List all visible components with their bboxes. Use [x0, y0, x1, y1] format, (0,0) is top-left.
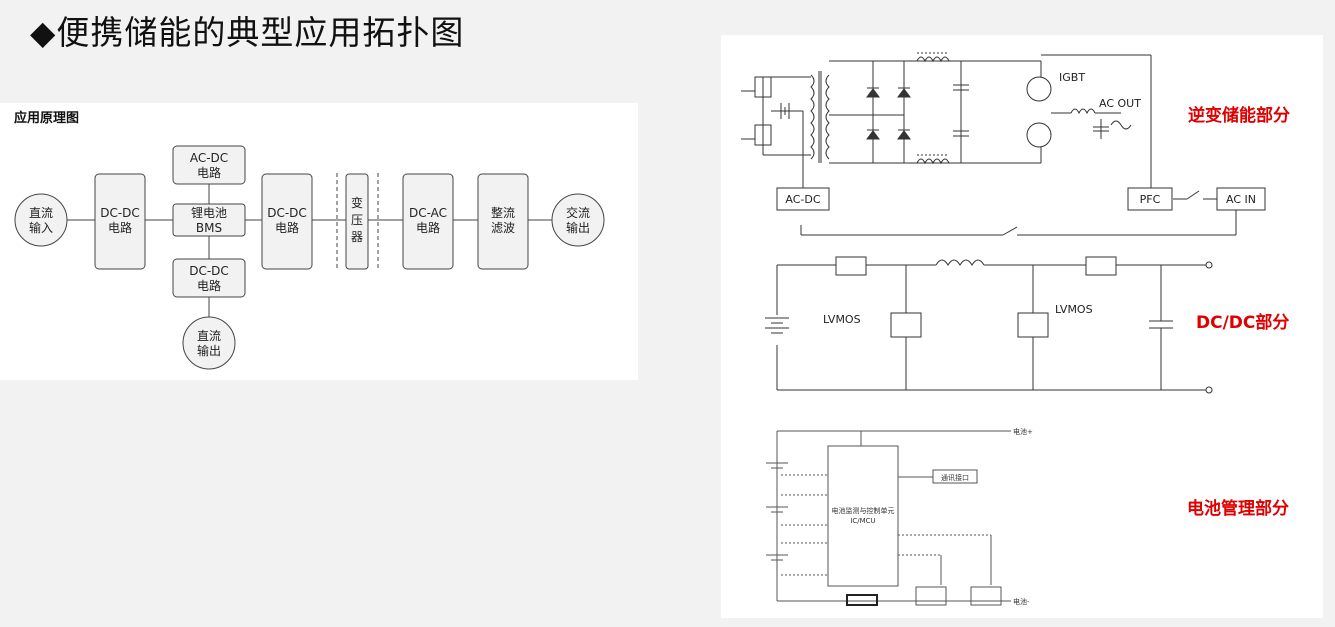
dcdc2-label: DC-DC — [267, 206, 307, 220]
dcac-label: DC-AC — [409, 206, 447, 220]
acdc-block — [172, 145, 246, 185]
battery-plus-label: 电池+ — [1013, 427, 1033, 436]
dcdc-block-2 — [261, 173, 313, 270]
dcdc1-label: DC-DC — [100, 206, 140, 220]
dcdc-schematic — [765, 256, 1213, 394]
page-title: ◆便携储能的典型应用拓扑图 — [30, 13, 465, 52]
bms-schematic — [766, 430, 1011, 606]
ac-output-node — [551, 193, 605, 247]
transformer-block — [345, 173, 369, 270]
dc-output-label: 直流 — [197, 329, 221, 343]
svg-text:电路: 电路 — [197, 165, 221, 180]
ac-output-label: 交流 — [566, 205, 590, 220]
panel-caption: 应用原理图 — [14, 111, 80, 126]
dcdc-section-label: DC/DC部分 — [1196, 313, 1290, 333]
lvmos-left-label: LVMOS — [823, 313, 861, 326]
dc-input-node — [14, 193, 68, 247]
inverter-schematic — [741, 52, 1266, 236]
filter-label: 整流 — [491, 205, 515, 220]
dcdc-bottom-block — [172, 258, 246, 298]
inverter-section-label: 逆变储能部分 — [1188, 106, 1290, 126]
svg-text:压: 压 — [351, 213, 363, 227]
svg-text:BMS: BMS — [196, 221, 222, 235]
svg-text:器: 器 — [351, 230, 363, 244]
svg-text:电路: 电路 — [275, 220, 299, 235]
igbt-label: IGBT — [1059, 71, 1085, 84]
transformer-label: 变 — [351, 195, 363, 210]
bms-label: 锂电池 — [191, 205, 227, 220]
filter-block — [477, 173, 529, 270]
application-principle-panel: 应用原理图 — [0, 103, 638, 380]
acin-box-label: AC IN — [1226, 193, 1256, 206]
schematic-panel: IGBT AC OUT AC-DC PFC AC IN — [721, 35, 1323, 618]
dc-input-label: 直流 — [29, 206, 53, 220]
svg-text:输出: 输出 — [197, 343, 221, 358]
bms-section-label: 电池管理部分 — [1187, 499, 1289, 519]
svg-text:输入: 输入 — [29, 220, 53, 235]
svg-text:输出: 输出 — [566, 220, 590, 235]
acdc-box-label: AC-DC — [785, 193, 820, 206]
svg-text:滤波: 滤波 — [491, 221, 515, 235]
bms-block — [172, 203, 246, 237]
svg-text:电路: 电路 — [108, 220, 132, 235]
dcdc-bottom-label: DC-DC — [189, 264, 229, 278]
dc-output-node — [182, 316, 236, 370]
comm-interface-label: 通讯接口 — [941, 473, 969, 482]
mcu-label-1: 电池监测与控制单元 — [832, 506, 895, 515]
dcdc-block-1 — [94, 173, 146, 270]
dcac-block — [402, 173, 454, 270]
lvmos-right-label: LVMOS — [1055, 303, 1093, 316]
battery-minus-label: 电池- — [1013, 597, 1030, 606]
acdc-label: AC-DC — [190, 151, 228, 165]
svg-text:电路: 电路 — [197, 278, 221, 293]
ac-out-label: AC OUT — [1099, 97, 1141, 110]
pfc-box-label: PFC — [1140, 193, 1161, 206]
svg-text:电路: 电路 — [416, 220, 440, 235]
mcu-label-2: IC/MCU — [850, 517, 875, 525]
